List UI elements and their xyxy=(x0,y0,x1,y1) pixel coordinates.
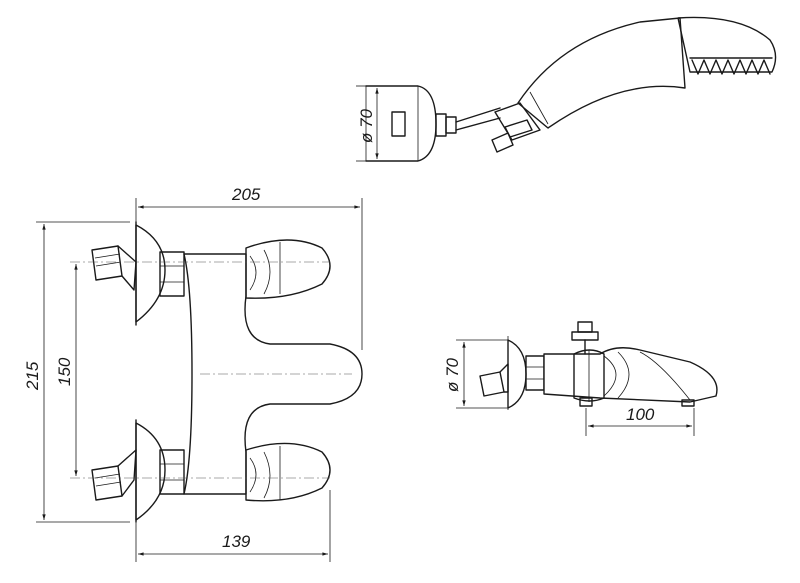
front-view: 205 139 215 150 xyxy=(23,185,363,562)
overall-height-label: 215 xyxy=(23,361,42,391)
shower-head-view: ø 70 xyxy=(356,16,777,162)
spout-reach-label: 100 xyxy=(626,405,655,424)
overall-width-label: 205 xyxy=(231,185,261,204)
side-flange-diameter-label: ø 70 xyxy=(443,357,462,392)
center-distance-label: 150 xyxy=(55,357,74,386)
side-view: ø 70 100 xyxy=(443,321,718,436)
shower-flange-diameter-label: ø 70 xyxy=(357,108,376,143)
base-depth-label: 139 xyxy=(222,532,251,551)
